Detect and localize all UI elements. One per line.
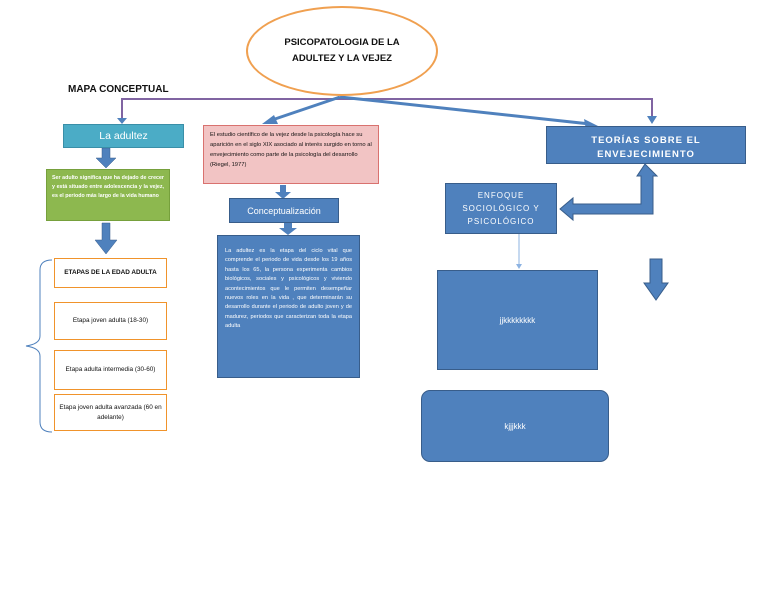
- arrow-concept-text: [279, 223, 297, 235]
- purple-connector: [121, 98, 653, 122]
- arrow-teorias-enfoque: [559, 163, 659, 222]
- arrowhead-right-teorias: [647, 116, 657, 124]
- arrowhead-pink: [262, 115, 278, 124]
- stage-box-1: Etapa joven adulta (18-30): [54, 302, 167, 340]
- stage-box-2: Etapa adulta intermedia (30-60): [54, 350, 167, 390]
- adultez-box: La adultez: [63, 124, 184, 148]
- stages-brace: [25, 259, 53, 433]
- stages-title-box: ETAPAS DE LA EDAD ADULTA: [54, 258, 167, 288]
- title-oval: PSICOPATOLOGIA DE LA ADULTEZ Y LA VEJEZ: [246, 6, 438, 96]
- arrow-green-stages: [94, 222, 118, 255]
- adultez-definition-box: Ser adulto significa que ha dejado de cr…: [46, 169, 170, 221]
- line-to-pink: [271, 95, 341, 122]
- subtitle-label: MAPA CONCEPTUAL: [68, 84, 169, 95]
- concept-label-box: Conceptualización: [229, 198, 339, 223]
- placeholder-box-1: jjkkkkkkkk: [437, 270, 598, 370]
- arrow-teal-green: [95, 147, 117, 169]
- enfoque-box: ENFOQUE SOCIOLÓGICO Y PSICOLÓGICO: [445, 183, 557, 234]
- thin-arrowhead: [516, 264, 522, 269]
- concept-text-box: La adultez es la etapa del ciclo vital q…: [217, 235, 360, 378]
- stage-box-3: Etapa joven adulta avanzada (60 en adela…: [54, 394, 167, 431]
- teorias-box: TEORÍAS SOBRE EL ENVEJECIMIENTO: [546, 126, 746, 164]
- arrowhead-left-teal: [117, 118, 127, 124]
- arrow-pink-concept: [275, 185, 291, 199]
- placeholder-box-2: kjjjkkk: [421, 390, 609, 462]
- line-to-teorias: [339, 95, 591, 126]
- arrow-down-right: [643, 258, 669, 301]
- intro-box: El estudio científico de la vejez desde …: [203, 125, 379, 184]
